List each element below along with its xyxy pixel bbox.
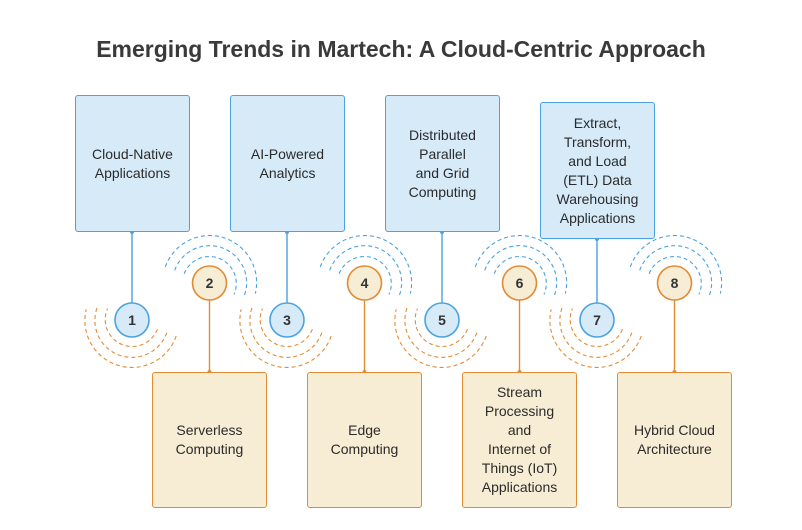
step-4-circle: [346, 265, 383, 301]
step-2-spiral-arc: [164, 235, 258, 294]
step-4-number: 4: [361, 275, 369, 291]
step-6-spiral-arc: [493, 256, 547, 295]
step-8-label: Hybrid Cloud Architecture: [634, 422, 715, 457]
step-6-number: 6: [516, 275, 524, 291]
step-6-box: Stream Processing and Internet of Things…: [462, 372, 577, 508]
step-7-box: Extract, Transform, and Load (ETL) Data …: [540, 102, 655, 239]
step-5-number: 5: [438, 312, 446, 328]
step-4-label: Edge Computing: [330, 422, 399, 457]
step-5-label: Distributed Parallel and Grid Computing: [408, 126, 477, 200]
step-8-box: Hybrid Cloud Architecture: [617, 372, 732, 508]
step-1-box: Cloud-Native Applications: [75, 95, 190, 232]
step-1-spiral-arc: [104, 308, 158, 347]
step-5-box: Distributed Parallel and Grid Computing: [385, 95, 500, 232]
step-5-spiral-arc: [414, 308, 468, 347]
step-8-spiral-arc: [629, 235, 723, 294]
step-2-circle: [191, 265, 228, 301]
step-8-spiral-arc: [639, 245, 713, 296]
step-6-circle: [501, 265, 538, 301]
step-8-circle: [656, 265, 693, 301]
step-3-spiral-arc: [239, 309, 332, 368]
step-6-spiral-arc: [474, 235, 568, 294]
diagram-title: Emerging Trends in Martech: A Cloud-Cent…: [96, 36, 706, 62]
step-5-spiral-arc: [394, 309, 487, 368]
step-3-box: AI-Powered Analytics: [230, 95, 345, 232]
step-6-spiral-arc: [484, 245, 558, 296]
step-8-number: 8: [671, 275, 679, 291]
step-5-spiral-arc: [404, 307, 478, 358]
step-2-spiral-arc: [183, 256, 237, 295]
step-1-spiral-arc: [94, 307, 168, 358]
step-7-number: 7: [593, 312, 601, 328]
step-4-spiral-arc: [338, 256, 392, 295]
step-3-spiral-arc: [259, 308, 313, 347]
step-1-number: 1: [128, 312, 136, 328]
step-1-label: Cloud-Native Applications: [92, 145, 173, 181]
step-2-box: Serverless Computing: [152, 372, 267, 508]
step-7-spiral-arc: [569, 308, 623, 347]
step-7-label: Extract, Transform, and Load (ETL) Data …: [556, 114, 639, 226]
step-4-spiral-arc: [319, 235, 413, 294]
step-3-circle: [269, 302, 305, 338]
step-7-circle: [579, 302, 615, 338]
step-4-spiral-arc: [329, 245, 403, 296]
step-3-label: AI-Powered Analytics: [250, 145, 325, 181]
step-5-circle: [424, 302, 460, 338]
step-7-spiral-arc: [549, 309, 642, 368]
step-2-spiral-arc: [174, 245, 248, 296]
step-2-number: 2: [206, 275, 214, 291]
step-8-spiral-arc: [648, 256, 702, 295]
step-6-label: Stream Processing and Internet of Things…: [481, 384, 558, 495]
step-3-spiral-arc: [249, 307, 323, 358]
step-1-spiral-arc: [84, 309, 177, 368]
step-1-circle: [114, 302, 150, 338]
step-2-label: Serverless Computing: [175, 422, 244, 457]
step-3-number: 3: [283, 312, 291, 328]
step-4-box: Edge Computing: [307, 372, 422, 508]
step-7-spiral-arc: [559, 307, 633, 358]
